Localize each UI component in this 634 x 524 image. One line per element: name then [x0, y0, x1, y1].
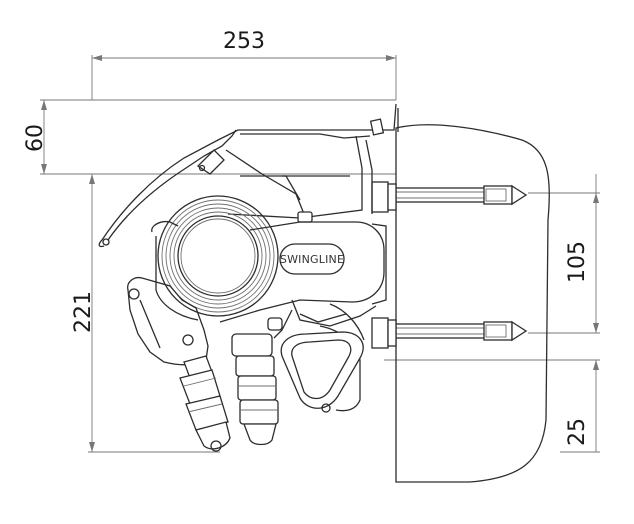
dimension-width-top: 253: [223, 29, 265, 54]
wall-profile: [395, 124, 550, 483]
dimension-height-total: 221: [71, 291, 96, 333]
upper-bracket-bolt: [371, 181, 528, 213]
fabric-roller: [157, 195, 279, 317]
brand-label: SWINGLINE: [280, 253, 344, 266]
left-shoulder-bracket: [127, 276, 209, 366]
cassette-housing: [98, 103, 399, 248]
dimension-bracket-spacing: 105: [565, 241, 590, 283]
dimension-bottom-offset: 25: [565, 418, 590, 446]
left-cable-grip: [179, 355, 231, 452]
triangular-end-cap: [280, 331, 364, 413]
dimension-lines: [40, 55, 600, 453]
center-cable-grip: [231, 317, 283, 446]
brand-badge: [279, 243, 345, 275]
arm-joint-body: SWINGLINE: [151, 220, 387, 412]
lower-bracket-bolt: [371, 317, 528, 349]
dimension-height-cassette: 60: [23, 124, 48, 152]
